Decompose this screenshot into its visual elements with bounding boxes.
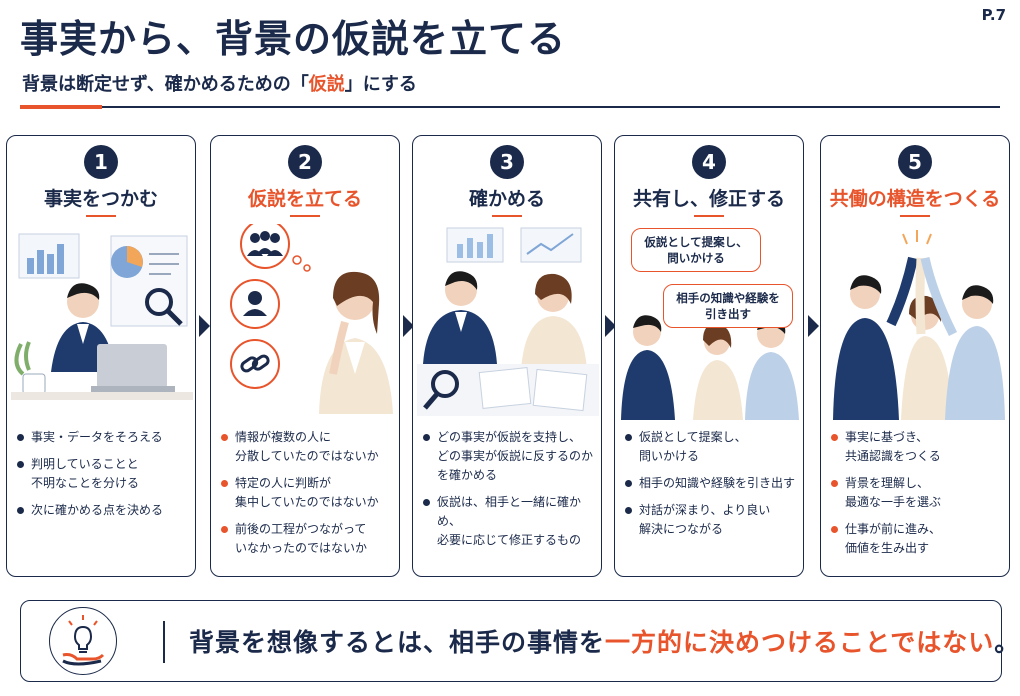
bullet-text: 事実・データをそろえる — [31, 430, 163, 444]
bullet-item: 特定の人に判断が 集中していたのではないか — [219, 474, 397, 512]
bullet-dot — [625, 434, 632, 441]
step-card-4: 4 共有し、修正する 仮説として提案し、 問いかける 相手の知識や経験を 引き出… — [614, 135, 804, 577]
step-bullets: 事実・データをそろえる 判明していることと 不明なことを分ける 次に確かめる点を… — [15, 428, 193, 528]
bullet-dot — [17, 461, 24, 468]
bullet-text: 前後の工程がつながって いなかったのではないか — [235, 522, 368, 555]
chevron-right-icon — [808, 315, 819, 337]
bullet-text: 事実に基づき、 共通認識をつくる — [845, 430, 941, 463]
key-message: 背景を想像するとは、相手の事情を一方的に決めつけることではない。 — [189, 623, 1020, 659]
bullet-dot — [423, 499, 430, 506]
bullet-dot — [831, 480, 838, 487]
bullet-dot — [831, 434, 838, 441]
bullet-item: 情報が複数の人に 分散していたのではないか — [219, 428, 397, 466]
step-heading: 共有し、修正する — [632, 188, 785, 210]
title-divider — [20, 106, 1000, 108]
bullet-dot — [221, 526, 228, 533]
bullet-text: 背景を理解し、 最適な一手を選ぶ — [845, 476, 942, 509]
step-card-5: 5 共働の構造をつくる 事実に基づき、 共通認識をつくる 背景を理解し、 最適な… — [820, 135, 1010, 577]
heading-underline — [694, 215, 724, 217]
bullet-item: 対話が深まり、より良い 解決につながる — [623, 501, 801, 539]
subtitle-post: 」にする — [344, 74, 417, 95]
bullet-text: 相手の知識や経験を引き出す — [639, 476, 796, 490]
message-highlight: 一方的に決めつけることではない — [605, 628, 995, 657]
bullet-text: 特定の人に判断が 集中していたのではないか — [235, 476, 379, 509]
step-bullets: 仮説として提案し、 問いかける 相手の知識や経験を引き出す 対話が深まり、より良… — [623, 428, 801, 547]
message-pre: 背景を想像するとは、相手の事情を — [189, 628, 606, 657]
bullet-dot — [625, 507, 632, 514]
chevron-right-icon — [199, 315, 210, 337]
speech-bubble-elicit: 相手の知識や経験を 引き出す — [663, 284, 793, 328]
icon-badge — [49, 607, 117, 675]
person-icon — [230, 279, 280, 329]
chevron-right-icon — [605, 315, 616, 337]
bullet-dot — [17, 434, 24, 441]
bullet-text: 情報が複数の人に 分散していたのではないか — [235, 430, 379, 463]
bullet-item: 背景を理解し、 最適な一手を選ぶ — [829, 474, 1007, 512]
bullet-item: 事実に基づき、 共通認識をつくる — [829, 428, 1007, 466]
bullet-dot — [221, 434, 228, 441]
group-icon — [240, 224, 290, 269]
bullet-dot — [221, 480, 228, 487]
step-heading: 共働の構造をつくる — [829, 188, 1001, 210]
step-number: 5 — [898, 145, 932, 179]
key-message-box: 背景を想像するとは、相手の事情を一方的に決めつけることではない。 — [20, 600, 1019, 682]
chevron-right-icon — [403, 315, 414, 337]
bullet-item: 相手の知識や経験を引き出す — [623, 474, 801, 493]
bullet-item: 前後の工程がつながって いなかったのではないか — [219, 520, 397, 558]
bullet-text: 仕事が前に進み、 価値を生み出す — [845, 522, 942, 555]
step-bullets: 事実に基づき、 共通認識をつくる 背景を理解し、 最適な一手を選ぶ 仕事が前に進… — [829, 428, 1007, 566]
bullet-item: 仮説は、相手と一緒に確かめ、 必要に応じて修正するもの — [421, 493, 599, 550]
step-card-1: 1 事実をつかむ 事実・データをそろえる 判明していることと 不明なことを分ける… — [6, 135, 196, 577]
bullet-item: 事実・データをそろえる — [15, 428, 193, 447]
bullet-text: 仮説として提案し、 問いかける — [639, 430, 747, 463]
bullet-item: 判明していることと 不明なことを分ける — [15, 455, 193, 493]
page-number: P.7 — [981, 6, 1006, 24]
bullet-text: 判明していることと 不明なことを分ける — [31, 457, 140, 490]
bullet-text: 対話が深まり、より良い 解決につながる — [639, 503, 771, 536]
lightbulb-hand-icon — [61, 614, 104, 665]
heading-underline — [900, 215, 930, 217]
message-divider — [163, 621, 165, 663]
message-post: 。 — [994, 628, 1020, 657]
bullet-item: 仕事が前に進み、 価値を生み出す — [829, 520, 1007, 558]
speech-bubble-propose: 仮説として提案し、 問いかける — [631, 228, 761, 272]
bullet-text: どの事実が仮説を支持し、 どの事実が仮説に反するのか を確かめる — [437, 430, 594, 482]
data-analysis-illustration — [11, 233, 193, 400]
step-flow: 1 事実をつかむ 事実・データをそろえる 判明していることと 不明なことを分ける… — [6, 135, 1010, 577]
collaboration-high-five-illustration — [833, 230, 1005, 420]
bullet-text: 仮説は、相手と一緒に確かめ、 必要に応じて修正するもの — [437, 495, 582, 547]
step-number: 2 — [288, 145, 322, 179]
heading-underline — [290, 215, 320, 217]
hypothesis-illustration — [230, 224, 393, 414]
bullet-dot — [625, 480, 632, 487]
subtitle-highlight: 仮説 — [308, 74, 345, 95]
step-number: 3 — [490, 145, 524, 179]
bullet-item: 仮説として提案し、 問いかける — [623, 428, 801, 466]
title-divider-accent — [20, 105, 102, 109]
link-icon — [230, 339, 280, 389]
verification-meeting-illustration — [417, 227, 599, 416]
heading-underline — [492, 215, 522, 217]
step-heading: 事実をつかむ — [43, 188, 158, 210]
page-title: 事実から、背景の仮説を立てる — [20, 17, 567, 61]
step-card-3: 3 確かめる どの事実が仮説を支持し、 どの事実が仮説に反するのか を確かめる … — [412, 135, 602, 577]
step-card-2: 2 仮説を立てる 情報が複数の人に 分散していたのではな — [210, 135, 400, 577]
bullet-item: 次に確かめる点を決める — [15, 501, 193, 520]
step-heading: 仮説を立てる — [247, 188, 362, 210]
step-bullets: 情報が複数の人に 分散していたのではないか 特定の人に判断が 集中していたのでは… — [219, 428, 397, 566]
subtitle-pre: 背景は断定せず、確かめるための「 — [22, 74, 309, 95]
step-number: 1 — [84, 145, 118, 179]
step-number: 4 — [692, 145, 726, 179]
heading-underline — [86, 215, 116, 217]
bullet-text: 次に確かめる点を決める — [31, 503, 164, 517]
step-bullets: どの事実が仮説を支持し、 どの事実が仮説に反するのか を確かめる 仮説は、相手と… — [421, 428, 599, 558]
bullet-dot — [423, 434, 430, 441]
page-subtitle: 背景は断定せず、確かめるための「仮説」にする — [22, 70, 417, 96]
bullet-dot — [831, 526, 838, 533]
bullet-dot — [17, 507, 24, 514]
step-heading: 確かめる — [468, 188, 545, 210]
bullet-item: どの事実が仮説を支持し、 どの事実が仮説に反するのか を確かめる — [421, 428, 599, 485]
